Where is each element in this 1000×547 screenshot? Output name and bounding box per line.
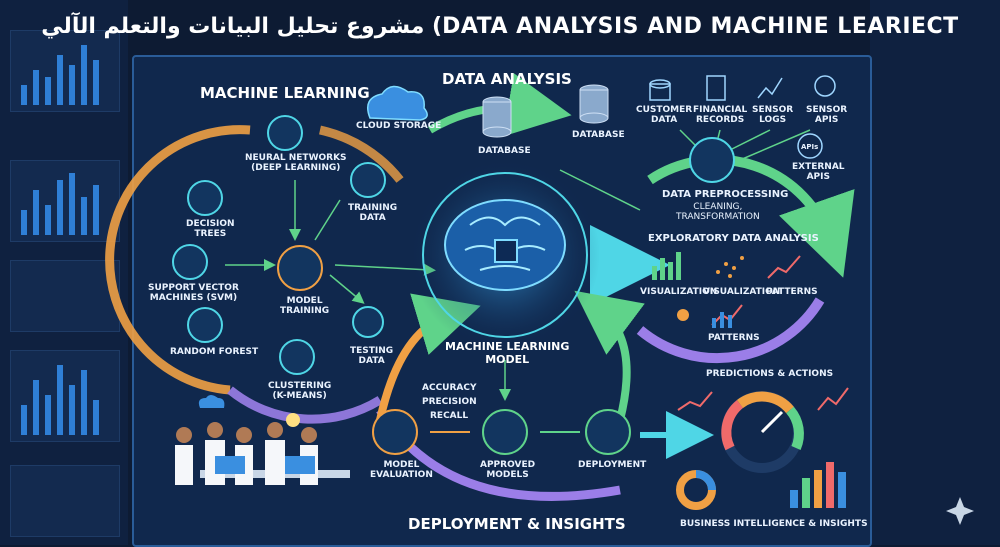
section-data-analysis: DATA ANALYSIS bbox=[442, 70, 572, 88]
financial-records-icon bbox=[706, 75, 726, 101]
data-cycle-arc bbox=[636, 297, 825, 364]
external-apis-icon bbox=[797, 133, 823, 159]
section-machine-learning: MACHINE LEARNING bbox=[200, 84, 370, 102]
predictions-actions-label: PREDICTIONS & ACTIONS bbox=[706, 369, 834, 379]
left-background-dashboard bbox=[0, 0, 128, 545]
svm-label: SUPPORT VECTOR MACHINES (SVM) bbox=[148, 283, 239, 303]
donut-widget bbox=[10, 260, 120, 332]
random-forest-label: RANDOM FOREST bbox=[170, 347, 259, 357]
visualization-label: VISUALIZATION bbox=[703, 287, 781, 297]
business-intelligence-label: BUSINESS INTELLIGENCE & INSIGHTS bbox=[680, 519, 868, 529]
bar-chart bbox=[790, 462, 846, 508]
decision-trees-label: DECISION TREES bbox=[186, 219, 235, 239]
precision-label: PRECISION bbox=[422, 397, 477, 407]
data-cycle-arc bbox=[647, 154, 855, 278]
sensor-apis-label: SENSOR APIS bbox=[806, 105, 848, 125]
model-training-label: MODEL TRAINING bbox=[280, 296, 330, 316]
data-preprocessing-label: DATA PREPROCESSING bbox=[662, 189, 789, 200]
trend-chart bbox=[817, 387, 849, 411]
svm-icon bbox=[172, 244, 208, 280]
ml-cycle-arc bbox=[105, 125, 251, 395]
evaluation-icon bbox=[372, 409, 418, 455]
external-apis-label: EXTERNAL APIS bbox=[792, 162, 845, 182]
financial-records-label: FINANCIAL RECORDS bbox=[693, 105, 748, 125]
training-data-label: TRAINING DATA bbox=[348, 203, 398, 223]
apis-icon-label: APIs bbox=[801, 143, 819, 151]
right-background-code-panel bbox=[870, 0, 1000, 545]
sensor-logs-label: SENSOR LOGS bbox=[752, 105, 794, 125]
clustering-label: CLUSTERING (K-MEANS) bbox=[268, 381, 332, 401]
sparkle-icon bbox=[946, 497, 974, 525]
table-widget bbox=[10, 465, 120, 537]
bar-chart-widget bbox=[10, 350, 120, 442]
approved-models-label: APPROVED MODELS bbox=[480, 460, 536, 480]
testing-data-icon bbox=[352, 306, 384, 338]
sensor-logs-icon bbox=[757, 77, 783, 99]
patterns-label: PATTERNS bbox=[708, 333, 760, 343]
ml-cycle-arc bbox=[227, 386, 383, 424]
ml-model-label: MACHINE LEARNING MODEL bbox=[445, 340, 570, 366]
random-forest-icon bbox=[187, 307, 223, 343]
customer-data-label: CUSTOMER DATA bbox=[636, 105, 693, 125]
recall-label: RECALL bbox=[430, 411, 469, 421]
bar-chart-widget bbox=[10, 160, 120, 242]
preprocessing-sub-label: CLEANING, TRANSFORMATION bbox=[676, 202, 760, 222]
visualization-label: VISUALIZATION bbox=[640, 287, 718, 297]
chip-icon bbox=[494, 239, 518, 263]
cloud-storage-label: CLOUD STORAGE bbox=[356, 121, 442, 131]
center-ring bbox=[422, 172, 588, 338]
deployment-label: DEPLOYMENT bbox=[578, 460, 647, 470]
preprocessing-icon bbox=[689, 137, 735, 183]
eda-label: EXPLORATORY DATA ANALYSIS bbox=[648, 233, 819, 244]
database-label: DATABASE bbox=[478, 146, 531, 156]
deployment-cycle-arc bbox=[574, 290, 645, 421]
trend-chart bbox=[677, 391, 713, 411]
deployment-icon bbox=[585, 409, 631, 455]
section-deployment-insights: DEPLOYMENT & INSIGHTS bbox=[408, 515, 626, 533]
database-label: DATABASE bbox=[572, 130, 625, 140]
ml-cycle-arc bbox=[318, 125, 404, 183]
neural-networks-label: NEURAL NETWORKS (DEEP LEARNING) bbox=[245, 153, 347, 173]
cloud-storage-icon bbox=[367, 85, 428, 121]
testing-data-label: TESTING DATA bbox=[350, 346, 394, 366]
accuracy-label: ACCURACY bbox=[422, 383, 477, 393]
model-evaluation-label: MODEL EVALUATION bbox=[370, 460, 433, 480]
approved-models-icon bbox=[482, 409, 528, 455]
team-illustration bbox=[175, 395, 350, 485]
patterns-label: PATTERNS bbox=[766, 287, 818, 297]
neural-network-icon bbox=[267, 115, 303, 151]
training-data-icon bbox=[350, 162, 386, 198]
clustering-icon bbox=[279, 339, 315, 375]
sensor-apis-icon bbox=[814, 75, 836, 97]
model-training-icon bbox=[277, 245, 323, 291]
decision-tree-icon bbox=[187, 180, 223, 216]
bar-chart-widget bbox=[10, 30, 120, 112]
page-title: مشروع تحليل البيانات والتعلم الآلي (DATA… bbox=[41, 14, 959, 39]
